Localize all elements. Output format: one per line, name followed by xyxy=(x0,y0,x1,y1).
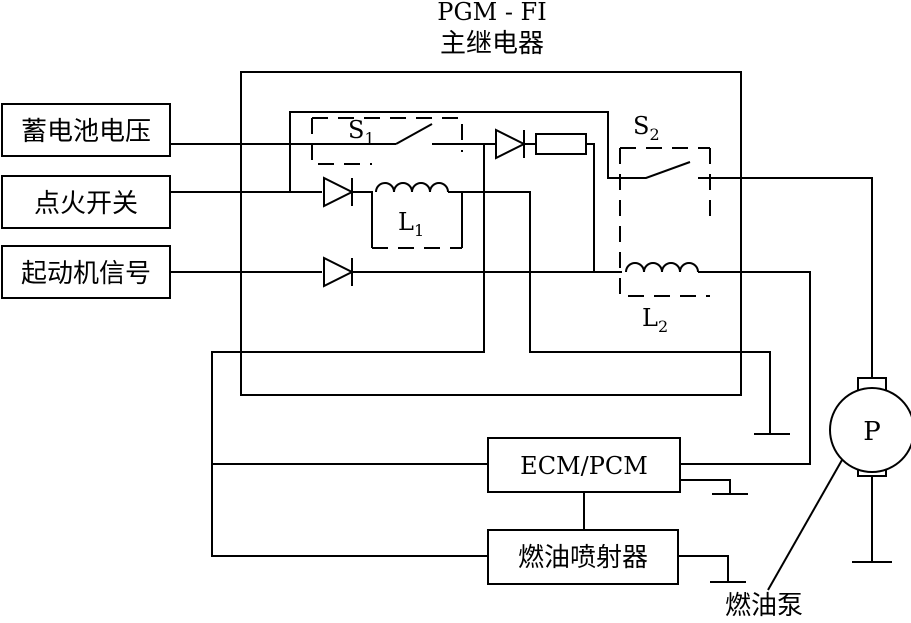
s1-blade xyxy=(395,123,433,145)
starter-label: 起动机信号 xyxy=(21,259,151,289)
battery-input-box xyxy=(1,103,171,157)
l1-label: L1 xyxy=(398,208,424,240)
coil-l2 xyxy=(625,262,699,273)
supply-bus-wire xyxy=(211,144,488,557)
s2-blade xyxy=(620,161,691,179)
s1-label: S1 xyxy=(348,116,375,148)
ecm-ground-wire xyxy=(680,479,731,494)
l2-label: L2 xyxy=(642,304,668,336)
fuel-injector-label: 燃油喷射器 xyxy=(518,543,648,573)
pump-symbol: P xyxy=(863,417,881,447)
l1-return xyxy=(448,191,463,248)
l2-to-ecm-wire xyxy=(680,271,811,465)
relay-title: 主继电器 xyxy=(440,29,544,59)
starter-input-box xyxy=(1,245,171,299)
diode-s1-out xyxy=(495,128,527,160)
diode-starter xyxy=(323,256,355,288)
pump-leader-line xyxy=(767,459,843,591)
diode-ignition xyxy=(323,176,355,208)
relay2-frame-left xyxy=(619,148,710,297)
relay1-frame-left xyxy=(311,118,372,165)
resistor xyxy=(535,133,587,155)
coil-l1 xyxy=(375,182,449,193)
injector-ground-wire xyxy=(678,555,729,582)
diagram-title: PGM - FI xyxy=(437,0,546,26)
relay1-frame-top xyxy=(312,117,463,152)
battery-label: 蓄电池电压 xyxy=(21,117,151,147)
s2-label: S2 xyxy=(633,112,660,144)
fuel-pump-label: 燃油泵 xyxy=(725,591,803,621)
ecm-pcm-label: ECM/PCM xyxy=(520,452,648,480)
fuel-injector-box xyxy=(487,529,679,585)
ignition-label: 点火开关 xyxy=(34,189,138,219)
ignition-input-box xyxy=(1,175,171,229)
fuel-pump-motor xyxy=(829,387,911,473)
s2-to-pump-wire xyxy=(698,177,873,378)
top-bus-wire xyxy=(289,111,620,192)
l1-feed-wire xyxy=(352,191,373,248)
main-relay-housing xyxy=(240,71,742,396)
resistor-out-wire xyxy=(586,143,595,272)
ecm-pcm-box xyxy=(487,437,681,493)
l1-ground-wire xyxy=(462,191,771,434)
